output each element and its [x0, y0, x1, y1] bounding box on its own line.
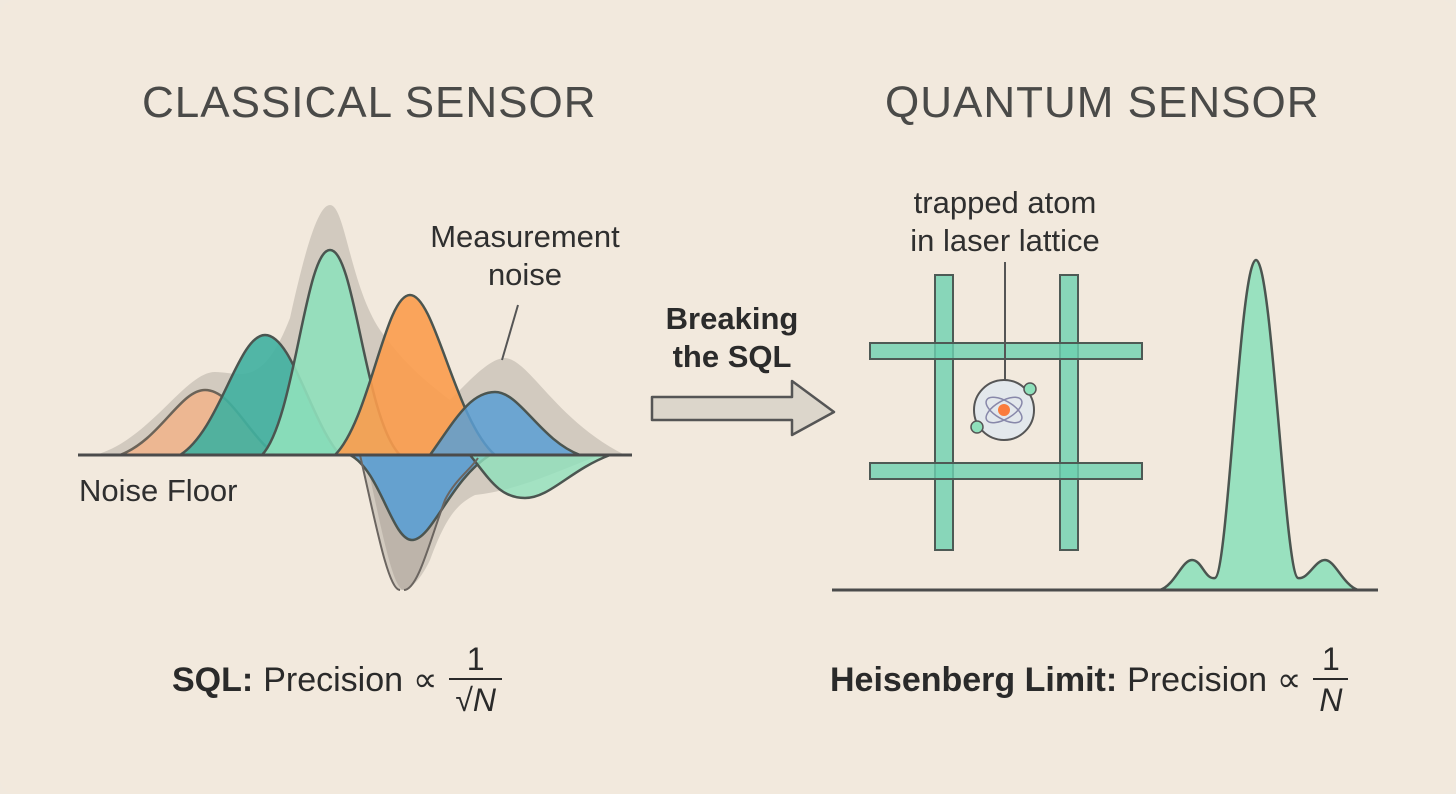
sql-formula: SQL: Precision ∝ 1 √N	[172, 640, 503, 720]
electron-2	[970, 420, 984, 434]
measurement-noise-text: Measurement noise	[430, 219, 620, 292]
noise-floor-label: Noise Floor	[79, 473, 238, 508]
sql-denominator: √N	[455, 682, 497, 718]
lattice-beam-horizontal-bottom	[869, 462, 1143, 480]
sql-prefix: SQL:	[172, 660, 254, 699]
blue-upper-peak	[427, 390, 581, 457]
measurement-noise-label: Measurement noise	[412, 218, 638, 294]
quantum-sensor-title: QUANTUM SENSOR	[885, 78, 1320, 127]
heisenberg-peak	[1159, 258, 1359, 592]
laser-lattice	[869, 262, 1143, 551]
blue-lower-lobe	[349, 453, 495, 542]
sql-precision-word: Precision	[263, 660, 404, 699]
heisenberg-fraction: 1 N	[1313, 640, 1349, 720]
classical-waveform	[78, 205, 632, 591]
arrow-label: Breaking the SQL	[652, 300, 812, 376]
quantum-waveform	[832, 258, 1378, 592]
heisenberg-formula: Heisenberg Limit: Precision ∝ 1 N	[830, 640, 1349, 720]
heisenberg-denominator: N	[1319, 682, 1343, 718]
heisenberg-fraction-bar	[1313, 678, 1349, 680]
trapped-atom	[970, 379, 1037, 441]
lattice-beam-vertical-right	[1059, 274, 1079, 551]
sql-fraction-bar	[449, 678, 503, 680]
electron-1	[1023, 382, 1037, 396]
classical-sensor-title: CLASSICAL SENSOR	[142, 78, 597, 127]
atom-nucleus	[998, 404, 1010, 416]
lattice-beam-vertical-left	[934, 274, 954, 551]
heisenberg-proportional-symbol: ∝	[1277, 661, 1302, 699]
trapped-atom-text: trapped atom in laser lattice	[910, 185, 1100, 258]
heisenberg-numerator: 1	[1321, 641, 1340, 677]
breaking-sql-arrow	[650, 379, 836, 437]
sql-fraction: 1 √N	[449, 640, 503, 720]
trapped-atom-label: trapped atom in laser lattice	[890, 184, 1120, 260]
sql-proportional-symbol: ∝	[413, 661, 438, 699]
noise-outline	[359, 454, 479, 591]
arrow-label-text: Breaking the SQL	[665, 301, 799, 374]
noise-pointer	[501, 304, 519, 361]
mint-lower-lobe	[467, 453, 611, 500]
heisenberg-precision-word: Precision	[1127, 660, 1268, 699]
heisenberg-prefix: Heisenberg Limit:	[830, 660, 1118, 699]
sql-numerator: 1	[466, 641, 485, 677]
